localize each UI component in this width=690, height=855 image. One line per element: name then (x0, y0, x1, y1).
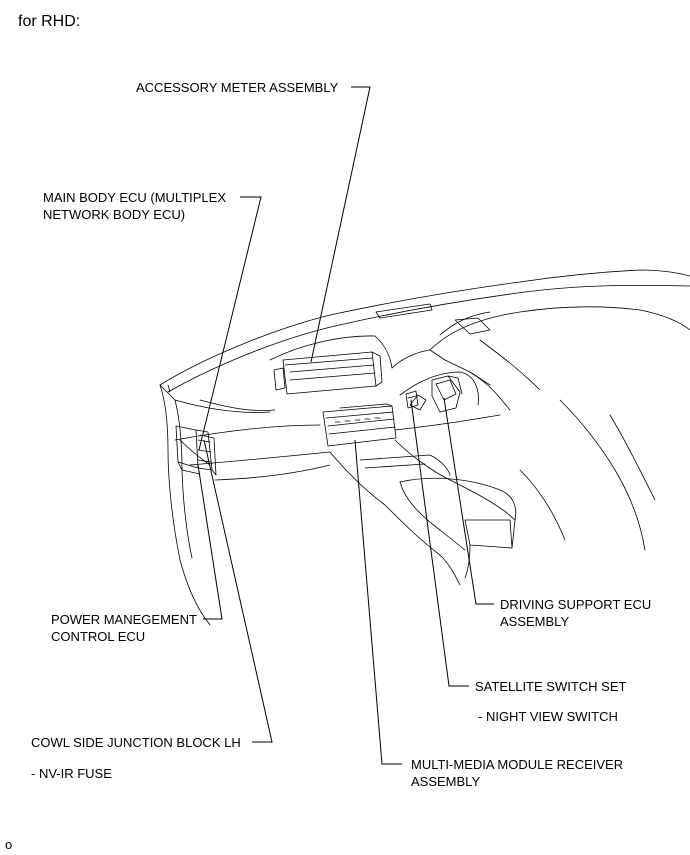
multimedia-label: MULTI-MEDIA MODULE RECEIVER ASSEMBLY (411, 756, 623, 790)
accessory-meter-line-1: ACCESSORY METER ASSEMBLY (136, 80, 339, 95)
satellite-switch-label: SATELLITE SWITCH SET (475, 678, 626, 695)
main-body-ecu-label: MAIN BODY ECU (MULTIPLEX NETWORK BODY EC… (43, 189, 226, 223)
figure-code: o (5, 837, 13, 852)
cowl-side-label: COWL SIDE JUNCTION BLOCK LH (31, 734, 241, 751)
multimedia-line-2: ASSEMBLY (411, 774, 481, 789)
cowl-side-note: - NV-IR FUSE (31, 766, 112, 781)
satellite-switch-note: - NIGHT VIEW SWITCH (478, 709, 618, 724)
leader-cowl-side (203, 439, 273, 743)
driving-support-line-1: DRIVING SUPPORT ECU (500, 597, 652, 612)
satellite-switch-line-1: SATELLITE SWITCH SET (475, 679, 627, 694)
main-body-ecu-line-2: NETWORK BODY ECU) (43, 207, 186, 222)
accessory-meter-label: ACCESSORY METER ASSEMBLY (136, 79, 338, 96)
main-body-ecu-line-1: MAIN BODY ECU (MULTIPLEX (43, 190, 226, 205)
leader-multimedia (354, 439, 402, 765)
power-management-label: POWER MANEGEMENT CONTROL ECU (51, 611, 197, 645)
driving-support-label: DRIVING SUPPORT ECU ASSEMBLY (500, 596, 651, 630)
cowl-side-line-1: COWL SIDE JUNCTION BLOCK LH (31, 735, 241, 750)
power-management-line-1: POWER MANEGEMENT (51, 612, 197, 627)
power-management-line-2: CONTROL ECU (51, 629, 146, 644)
leader-satellite (410, 399, 469, 687)
page-title: for RHD: (18, 13, 81, 30)
leader-driving-support (443, 397, 494, 605)
leader-main-body-ecu (198, 196, 262, 451)
leader-accessory-meter (310, 86, 371, 363)
multimedia-line-1: MULTI-MEDIA MODULE RECEIVER (411, 757, 624, 772)
leader-power-management (197, 464, 223, 620)
driving-support-line-2: ASSEMBLY (500, 614, 570, 629)
